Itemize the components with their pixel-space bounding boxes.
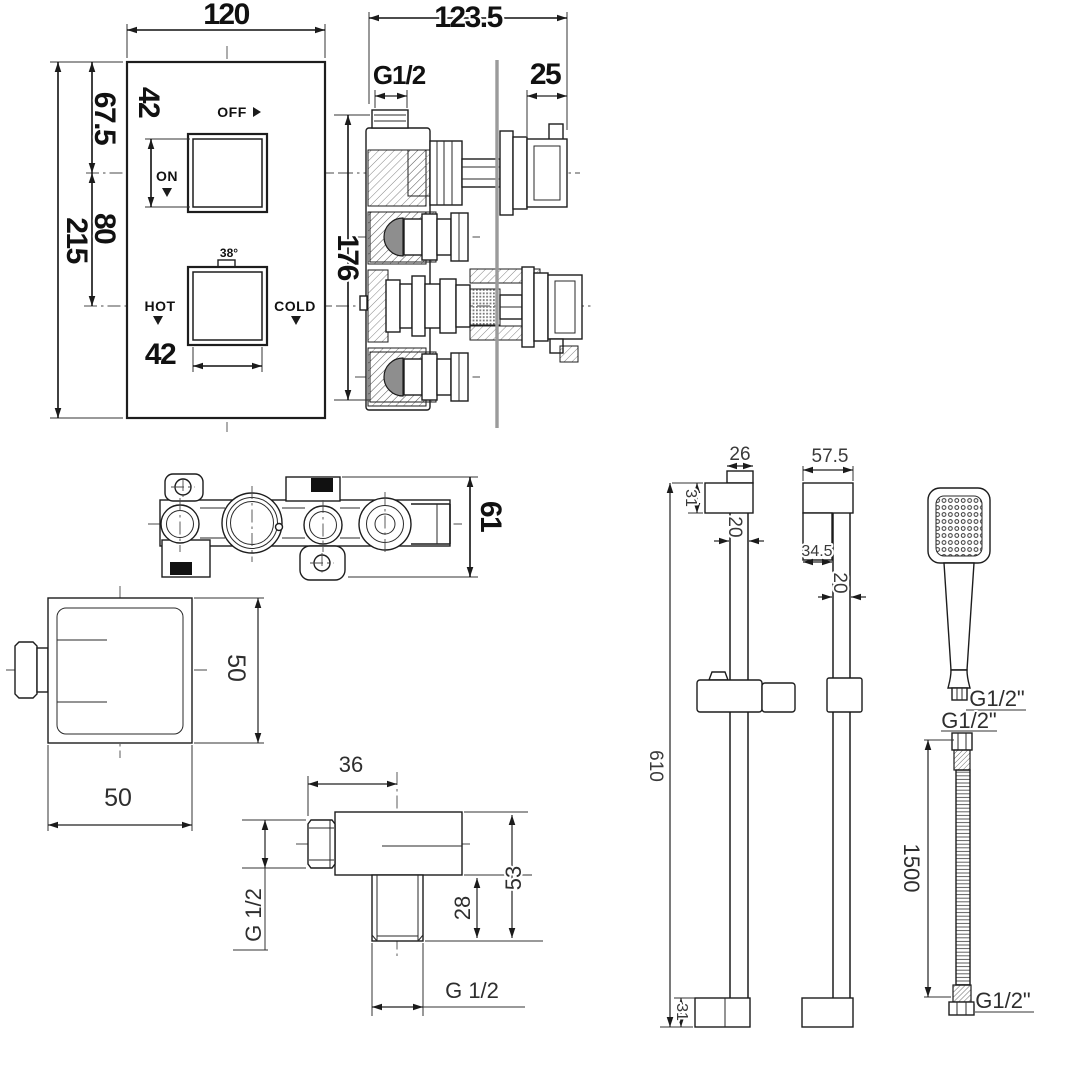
knob-body-inner	[56, 607, 184, 735]
onoff-handle	[526, 138, 568, 208]
dim-61: 61	[474, 501, 507, 532]
wall-elbow-view: 36 G 1/2 28 53 G 1/2	[233, 750, 543, 1016]
handle-cone	[947, 669, 971, 689]
hot-label: HOT	[144, 298, 175, 314]
slide-rail-right-view: 57.5 34.5 20	[799, 444, 866, 1028]
check-valve-upper	[369, 211, 469, 263]
mount-pad-icon	[311, 478, 333, 492]
dim-31-bottom: 31	[673, 1003, 690, 1021]
front-view-trim-plate: OFF ON 38° HOT COLD 120 215 67.5 80 42 4…	[50, 0, 345, 432]
temp-knob-inner	[192, 271, 263, 341]
flexible-hose	[955, 769, 971, 986]
spray-face	[935, 495, 983, 557]
dim-36: 36	[339, 752, 363, 777]
knob-spindle	[14, 641, 38, 699]
dim-31-top: 31	[682, 489, 699, 507]
on-arrow-icon	[162, 188, 172, 197]
slider-thumb-tab	[707, 671, 730, 681]
on-label: ON	[156, 168, 178, 184]
hose-thread-label: G1/2"	[975, 988, 1031, 1013]
mount-pad-icon	[170, 562, 192, 575]
knurled-spindle	[469, 288, 501, 326]
hot-arrow-icon	[153, 316, 163, 325]
elbow-bottom-thread-stub	[371, 874, 424, 942]
plate-outline	[125, 60, 327, 420]
section-view-valve-body: 123.5 G1/2 25 176	[329, 0, 592, 428]
check-valve-dome-icon	[383, 217, 404, 257]
dim-57-5: 57.5	[812, 446, 849, 467]
hose-bottom-ferrule	[952, 984, 972, 1003]
dim-67-5: 67.5	[88, 92, 121, 145]
check-valve-dome-icon	[383, 357, 404, 397]
slider-holder	[761, 682, 796, 713]
elbow-body	[334, 811, 463, 876]
dim-176: 176	[331, 234, 364, 280]
port-centerlines	[179, 486, 386, 562]
temp-handle	[547, 274, 583, 340]
cold-arrow-icon	[291, 316, 301, 325]
off-label: OFF	[217, 104, 247, 120]
knob-side-view: 50 50	[6, 586, 264, 831]
dim-123-5: 123.5	[434, 1, 502, 34]
cold-label: COLD	[274, 298, 316, 314]
temp-38-label: 38°	[220, 246, 238, 260]
check-valve-lower	[369, 351, 469, 403]
inlet-thread-label: G1/2	[373, 60, 426, 90]
mount-ear-top-left	[164, 473, 204, 502]
dim-26: 26	[729, 444, 750, 465]
slider-body	[826, 677, 863, 713]
hose-bottom-nut	[948, 1001, 975, 1016]
dim-42-top: 42	[132, 87, 165, 118]
rail-wall-bracket	[802, 482, 854, 514]
dim-53: 53	[501, 866, 526, 890]
hose-top-ferrule	[953, 749, 971, 771]
hose-top-nut	[951, 732, 973, 751]
hand-shower-view: G1/2" G1/2"	[927, 487, 1027, 735]
rail-top-bracket	[704, 482, 754, 514]
top-view-valve-body: 61	[148, 473, 509, 581]
port-circles	[160, 492, 412, 554]
rail-bottom-bracket	[694, 997, 751, 1028]
handle-nut	[951, 687, 968, 701]
bracket-housing	[802, 512, 833, 561]
knob-body-outer	[47, 597, 193, 744]
dim-20-left: 20	[724, 516, 745, 537]
onoff-knob-inner	[192, 138, 263, 208]
dim-50-width: 50	[104, 784, 132, 812]
dim-80: 80	[88, 213, 121, 244]
body-side-tab	[359, 295, 368, 311]
rail-bottom-bracket	[801, 997, 854, 1028]
slider-body	[696, 679, 763, 713]
off-arrow-icon	[253, 107, 261, 117]
dim-610: 610	[645, 750, 666, 782]
dim-34-5: 34.5	[801, 543, 832, 560]
thermostatic-cartridge-assembly	[385, 266, 583, 363]
mount-ear-bottom-middle	[299, 545, 346, 581]
shower-hose-view: 1500 G1/2"	[897, 732, 1034, 1016]
dim-50-height: 50	[222, 654, 250, 682]
dim-25: 25	[530, 58, 561, 91]
dim-20-right: 20	[829, 572, 850, 593]
hose-top-thread-label: G1/2"	[941, 708, 997, 733]
outlet-tube	[411, 503, 451, 545]
dim-120: 120	[203, 0, 249, 31]
onoff-knob-outer	[186, 132, 269, 214]
knob-collar	[36, 647, 49, 693]
body-web-lines	[200, 507, 360, 539]
shower-handle	[943, 562, 975, 671]
temp-knob-outer	[186, 265, 269, 347]
elbow-bottom-thread-label: G 1/2	[445, 978, 499, 1003]
dim-42-bottom: 42	[145, 338, 176, 371]
dim-1500: 1500	[899, 844, 924, 893]
elbow-side-thread-stub	[307, 819, 336, 869]
elbow-side-thread-label: G 1/2	[241, 888, 266, 942]
onoff-cartridge-assembly	[407, 123, 568, 216]
rail-top-cap	[726, 470, 754, 484]
handshower-thread-label: G1/2"	[969, 686, 1025, 711]
inlet-stub	[371, 109, 409, 129]
dim-28: 28	[450, 896, 475, 920]
slide-rail-left-view: 26 31 20 610 31	[643, 442, 796, 1028]
